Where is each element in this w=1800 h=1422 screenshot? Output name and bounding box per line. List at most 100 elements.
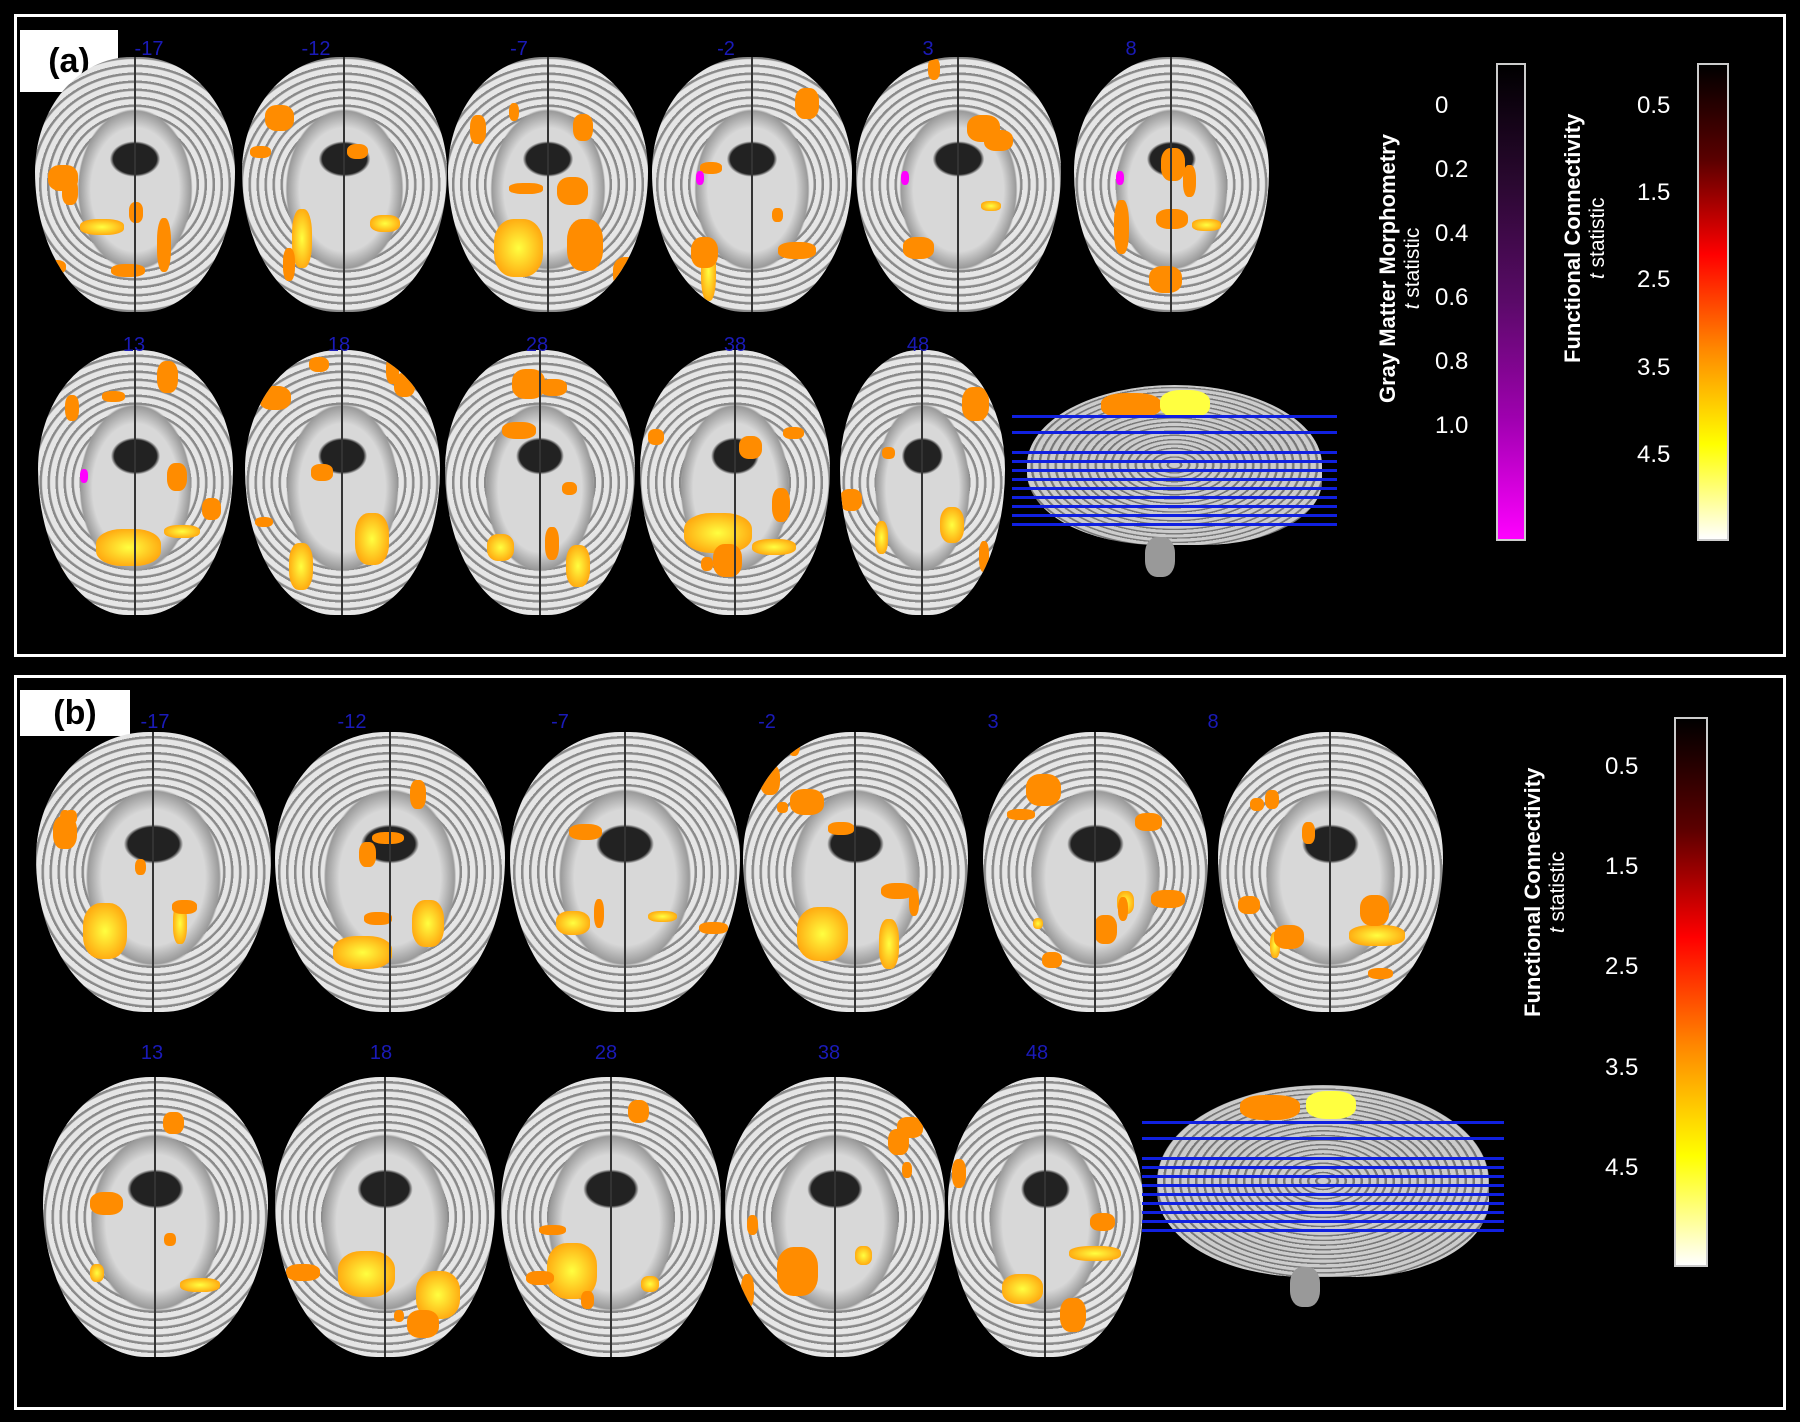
activation-cluster [665,61,681,72]
activation-cluster [355,513,389,565]
colorbar-tick-label: 0.5 [1605,752,1639,780]
slice-number: -17 [134,38,164,60]
activation-cluster [1161,147,1185,181]
activation-cluster [1149,266,1183,294]
activation-cluster [777,242,816,259]
activation-cluster [1007,809,1035,820]
activation-cluster [776,1247,818,1296]
axial-slice [839,349,1005,615]
axial-slice [37,349,233,615]
activation-cluster [1117,897,1129,922]
activation-cluster [777,802,788,813]
activation-cluster [494,219,544,277]
activation-cluster [879,919,900,969]
activation-cluster [156,217,172,272]
slice-number: 48 [1025,1042,1049,1064]
activation-cluster [1301,822,1315,844]
activation-cluster [309,356,330,373]
activation-cluster [412,900,444,948]
axial-slice [42,1077,268,1357]
activation-cluster [751,539,796,556]
panel-label: (b) [20,690,130,736]
activation-cluster [539,1224,566,1235]
slice-number: 18 [369,1042,393,1064]
axial-slice [982,732,1208,1012]
activation-cluster [556,176,589,206]
statistic-text: statistic [1546,851,1569,928]
activation-cluster [1183,164,1197,198]
activation-cluster [740,1273,755,1308]
slice-number: 48 [906,334,930,356]
slice-number: 28 [594,1042,618,1064]
colorbar-tick-label: 4.5 [1637,440,1671,468]
slice-position-line [1012,431,1337,434]
colorbar-tick-label: 1.5 [1605,852,1639,880]
activation-cluster [1002,1273,1043,1305]
activation-cluster [1059,1298,1086,1333]
activation-cluster [979,540,990,572]
activation-cluster [101,390,125,402]
activation-cluster [1093,915,1117,945]
activation-cluster [385,356,399,385]
colorbar-subtitle: t statistic [1586,114,1610,363]
activation-cluster [332,935,392,969]
activation-cluster [796,907,849,961]
activation-cluster [771,487,791,523]
slice-position-line [1142,1166,1504,1169]
slice-position-line [1142,1137,1504,1140]
activation-cluster [568,823,603,840]
slice-position-line [1142,1193,1504,1196]
slice-position-line [1012,451,1337,454]
activation-cluster [1192,219,1221,231]
colorbar-subtitle: t statistic [1546,768,1570,1017]
activation-cluster [82,903,128,960]
activation-cluster [1273,924,1305,949]
axial-slice [275,1077,495,1357]
activation-cluster [61,177,78,205]
slice-number: -7 [510,38,528,60]
activation-cluster [556,911,590,936]
slice-position-line [1142,1211,1504,1214]
activation-cluster [788,732,801,756]
activation-cluster [179,1278,221,1292]
activation-cluster [511,368,546,399]
slice-number: 8 [1125,38,1137,60]
slice-position-line [1142,1220,1504,1223]
activation-cluster [901,1161,912,1178]
colorbar-tick-label: 0.6 [1435,284,1469,312]
activation-cluster [163,524,201,539]
activation-cluster [612,257,642,289]
activation-cluster [966,114,1001,143]
colorbar-tick-label: 2.5 [1605,953,1639,981]
sagittal-reference [1027,385,1322,577]
colorbar-tick-label: 3.5 [1605,1053,1639,1081]
activation-cluster [640,1276,659,1293]
colorbar-tick-label: 1.5 [1637,179,1671,207]
axial-slice [445,349,635,615]
activation-cluster [65,394,80,422]
activation-cluster [157,361,179,394]
activation-cluster [201,497,221,520]
colorbar-title-text: Functional Connectivity [1560,113,1585,363]
slice-number: -7 [551,711,569,733]
slice-position-line [1012,415,1337,418]
activation-cluster [1269,932,1280,959]
slice-position-line [1012,505,1337,508]
activation-cluster [1306,1090,1357,1119]
slice-number: -12 [301,38,331,60]
activation-cluster [41,565,65,584]
slice-number: 13 [140,1042,164,1064]
axial-slice [241,56,447,312]
axial-slice [448,56,648,312]
activation-cluster [1151,890,1186,909]
slice-number: -2 [717,38,735,60]
activation-cluster [89,1264,104,1283]
activation-cluster [359,841,376,867]
activation-cluster [79,219,124,236]
activation-cluster [760,763,781,795]
activation-cluster [1237,895,1260,915]
activation-cluster [789,789,825,815]
colorbar-tick-label: 0.5 [1637,92,1671,120]
activation-cluster [291,208,312,268]
brainstem [1289,1267,1320,1308]
